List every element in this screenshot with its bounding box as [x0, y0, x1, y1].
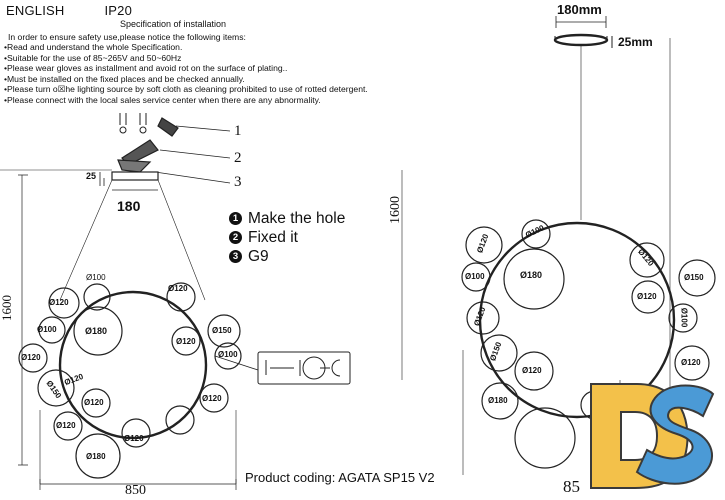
globe-label: Ø180 [85, 326, 108, 336]
step-number: 1 [229, 212, 242, 225]
spec-item: Please turn o☒he lighting source by soft… [4, 84, 368, 95]
globe-label: Ø120 [637, 292, 657, 301]
height-label: 1600 [0, 295, 14, 321]
globe-label: Ø120 [202, 394, 222, 403]
globe-label: Ø120 [21, 353, 41, 362]
callout-3: 3 [234, 174, 242, 190]
installation-steps: 1 Make the hole 2 Fixed it 3 G9 [229, 209, 345, 266]
globe-label: Ø120 [522, 366, 542, 375]
spec-item: Read and understand the whole Specificat… [4, 42, 368, 53]
canopy-height-label: 25 [86, 171, 97, 181]
globe-label: Ø120 [168, 284, 188, 293]
spec-item: Please connect with the local sales serv… [4, 95, 368, 106]
width-label: 850 [125, 483, 146, 498]
document-header: ENGLISH IP20 [6, 3, 132, 18]
spec-title: Specification of installation [120, 19, 227, 29]
globe-label: Ø100 [37, 325, 57, 334]
logo-letter-s [635, 384, 715, 485]
right-height-label: 1600 [388, 196, 403, 224]
spec-item: Please wear gloves as installment and av… [4, 63, 368, 74]
globe-label: Ø120 [56, 421, 76, 430]
product-coding: Product coding: AGATA SP15 V2 [245, 470, 435, 485]
step-label: Fixed it [248, 229, 298, 246]
spec-item: Suitable for the use of 85~265V and 50~6… [4, 53, 368, 64]
globe-label: Ø120 [176, 337, 196, 346]
left-drawing [0, 113, 351, 490]
step-item: 1 Make the hole [229, 209, 345, 228]
globe-label: Ø100 [465, 272, 485, 281]
spec-list: Read and understand the whole Specificat… [4, 42, 368, 105]
step-label: G9 [248, 248, 269, 265]
globe-label: Ø150 [684, 273, 704, 282]
step-number: 3 [229, 250, 242, 263]
callout-1: 1 [234, 123, 242, 139]
ip-rating: IP20 [104, 3, 133, 18]
right-canopy-width-label: 180mm [557, 2, 602, 17]
step-item: 2 Fixed it [229, 228, 345, 247]
globe-label: Ø180 [488, 396, 508, 405]
step-number: 2 [229, 231, 242, 244]
globe-label: Ø100 [86, 273, 106, 282]
globe-label: Ø120 [124, 434, 144, 443]
globe-label: Ø100 [679, 307, 689, 328]
globe-label: Ø120 [681, 358, 701, 367]
canopy-width-label: 180 [117, 198, 141, 214]
globe-label: Ø100 [218, 350, 238, 359]
globe-label: Ø180 [520, 270, 543, 280]
spec-item: Must be installed on the fixed places an… [4, 74, 368, 85]
language-label: ENGLISH [6, 3, 65, 18]
globe-label: Ø150 [212, 326, 232, 335]
mount-hardware [117, 113, 179, 173]
globe-label: Ø120 [84, 398, 104, 407]
right-drawing [401, 16, 716, 475]
callout-2: 2 [234, 150, 242, 166]
ds-logo [590, 383, 715, 489]
globe-label: Ø180 [86, 452, 106, 461]
right-canopy-height-label: 25mm [618, 35, 653, 49]
spec-intro: In order to ensure safety use,please not… [8, 32, 246, 42]
step-label: Make the hole [248, 210, 346, 227]
globe-label: Ø120 [49, 298, 69, 307]
step-item: 3 G9 [229, 247, 345, 266]
right-width-label: 85 [563, 477, 580, 496]
